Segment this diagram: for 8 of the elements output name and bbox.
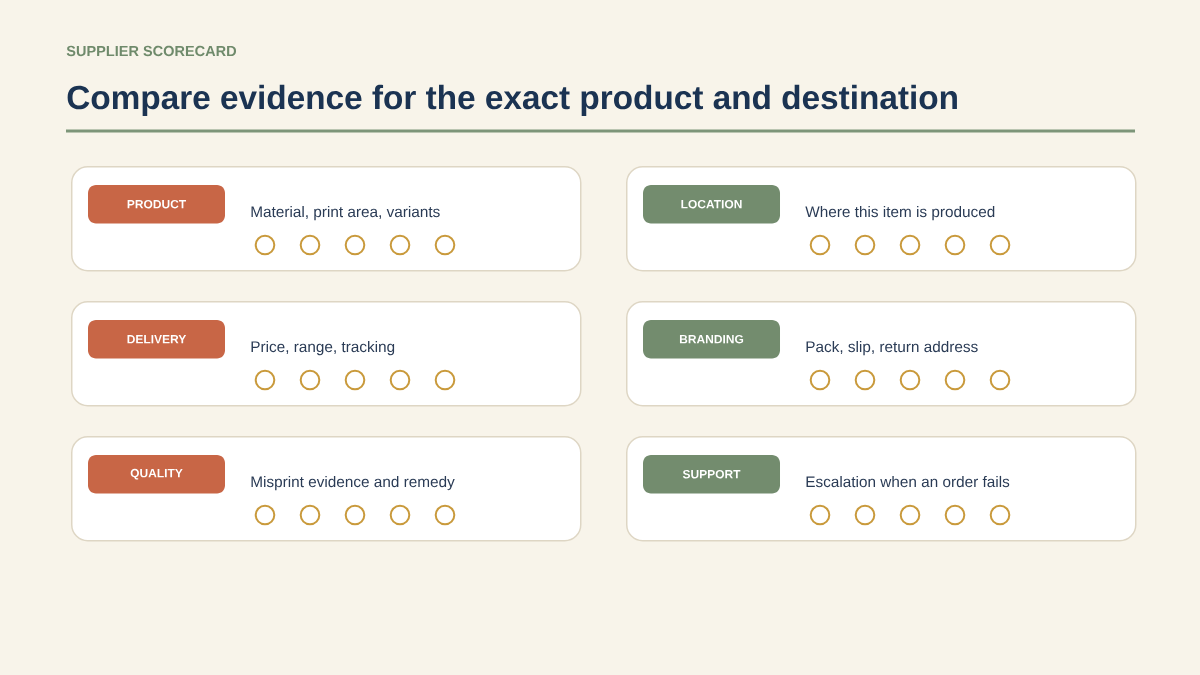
category-tag: LOCATION bbox=[643, 184, 780, 224]
category-tag: SUPPORT bbox=[643, 454, 780, 494]
category-tag: QUALITY bbox=[88, 454, 225, 494]
kicker-label: SUPPLIER SCORECARD bbox=[66, 45, 237, 57]
category-tag: BRANDING bbox=[643, 319, 780, 359]
category-tag: PRODUCT bbox=[88, 184, 225, 224]
category-tag: DELIVERY bbox=[88, 319, 225, 359]
title: Compare evidence for the exact product and destination bbox=[67, 84, 957, 116]
